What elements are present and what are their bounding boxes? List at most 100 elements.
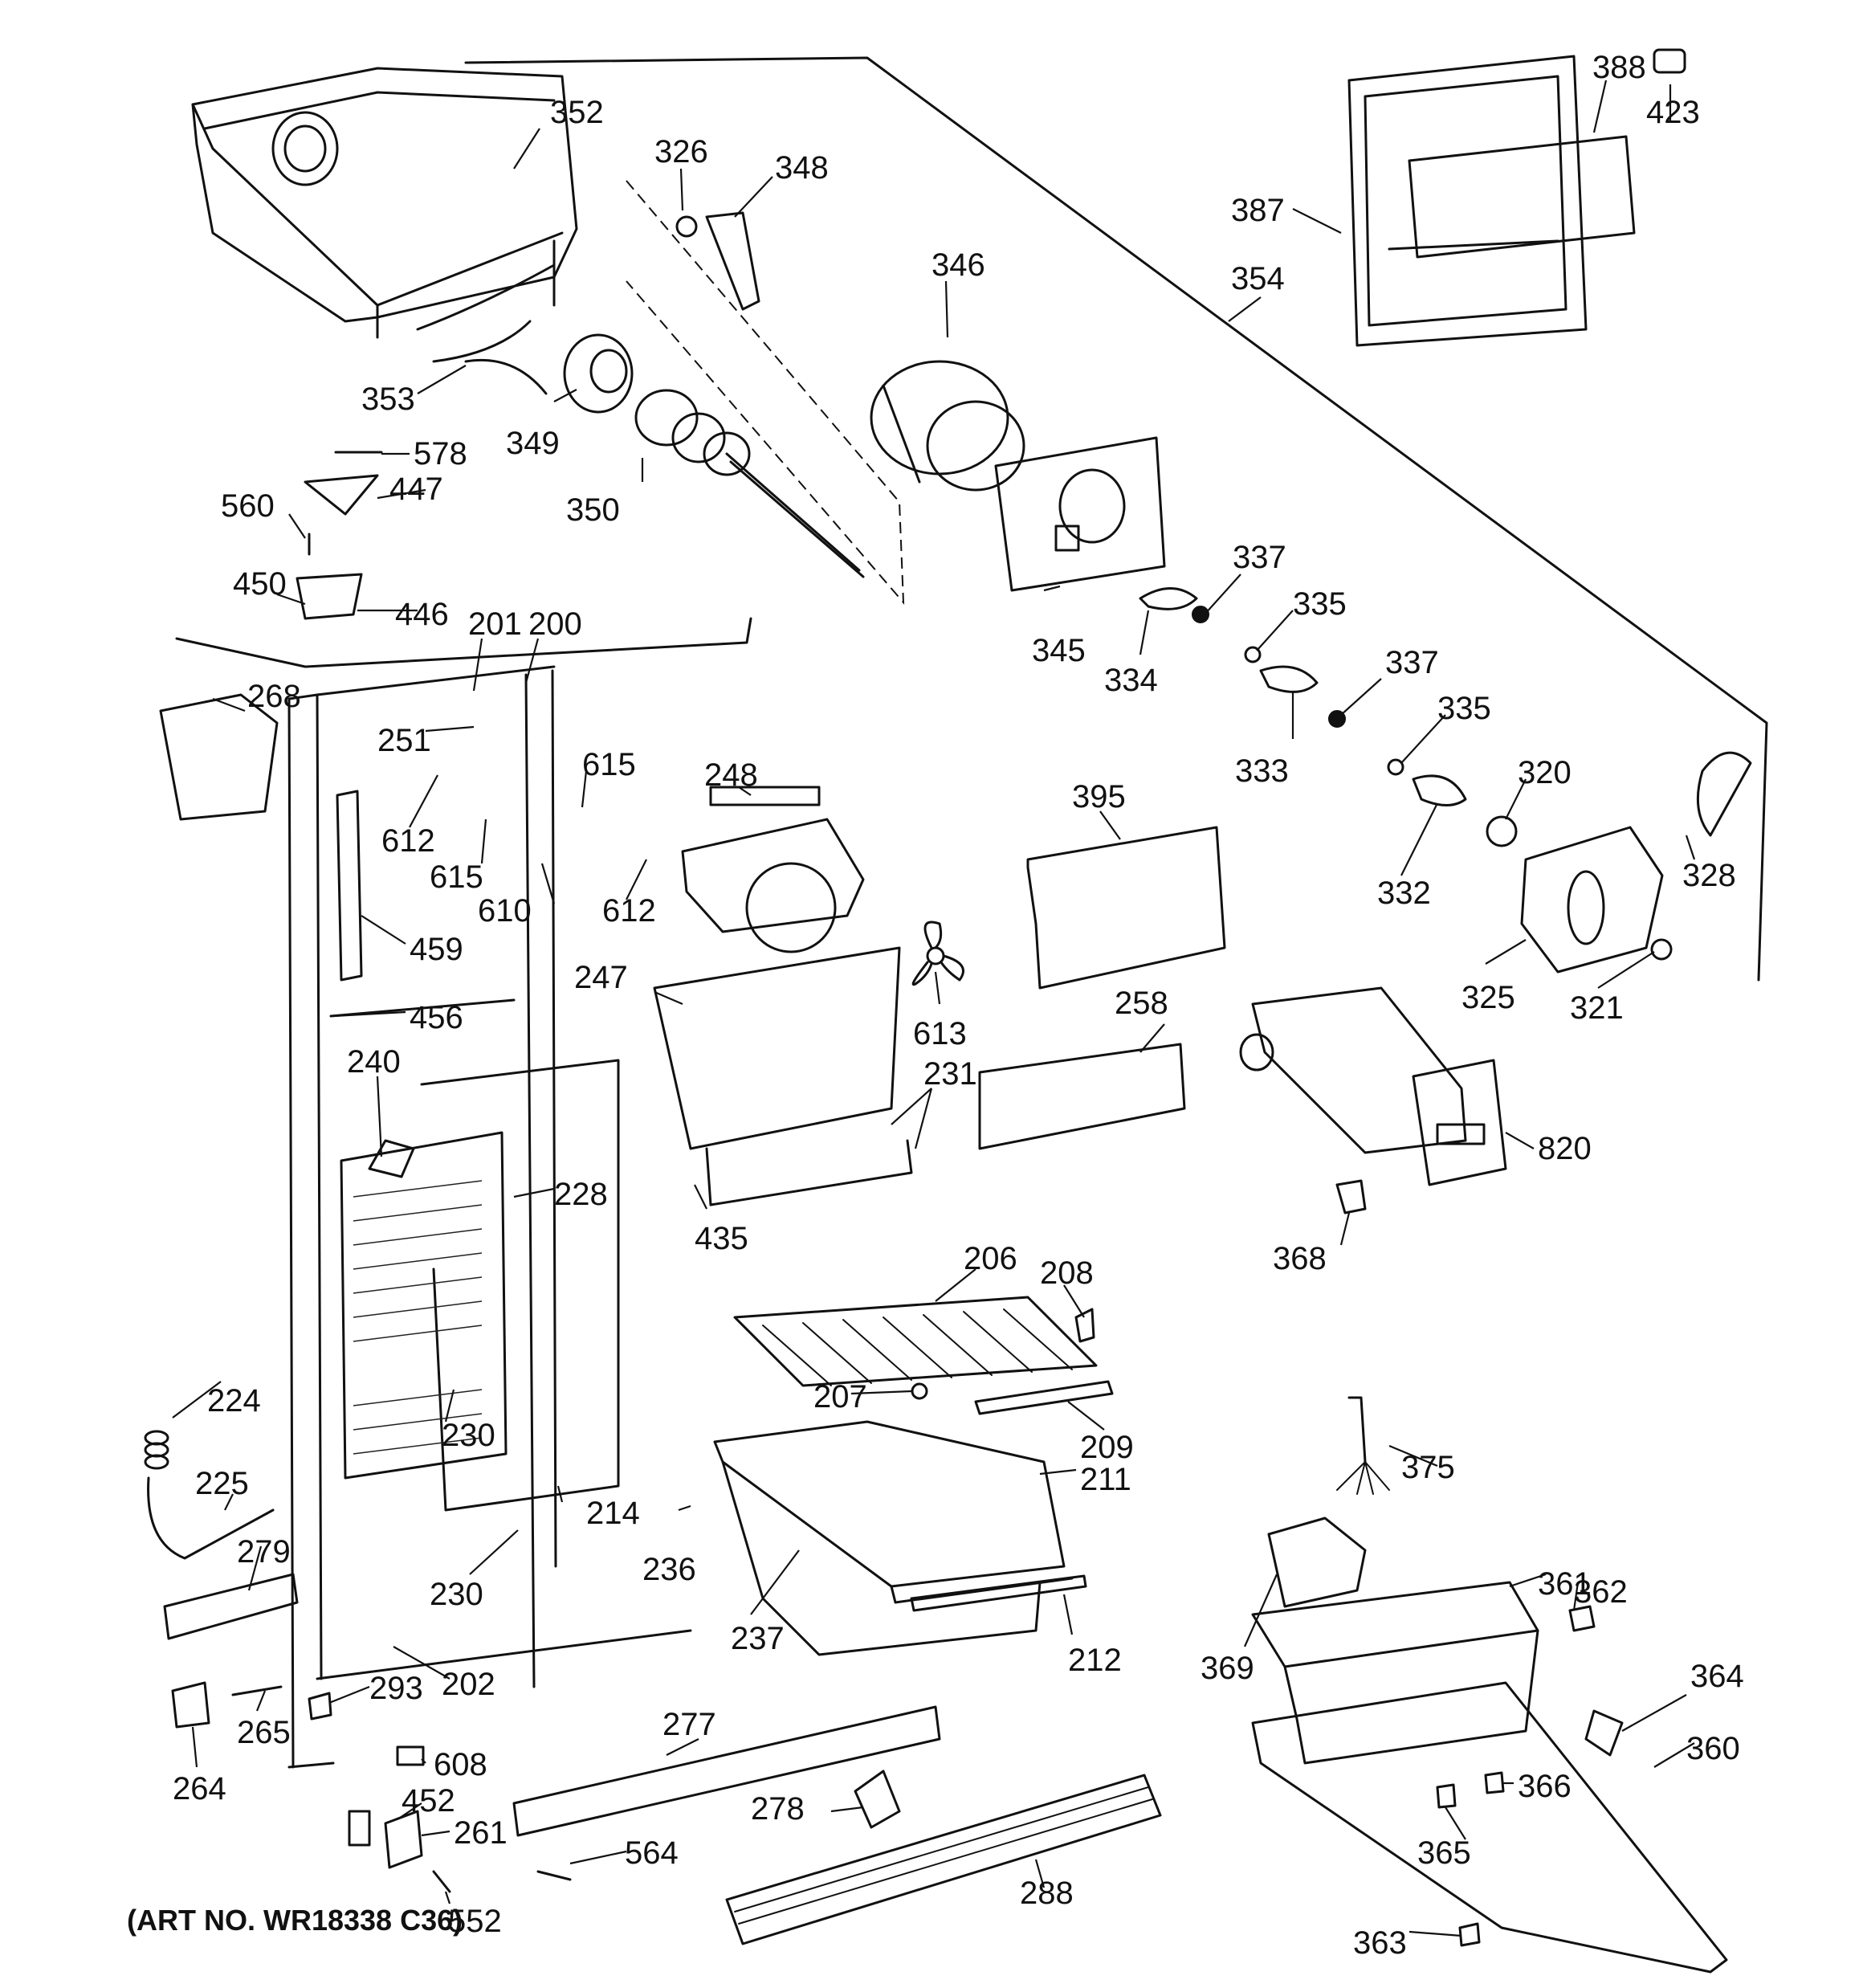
label-228: 228 — [554, 1177, 608, 1212]
light-socket-inset-268 — [159, 693, 279, 821]
cap-264 — [171, 1681, 210, 1729]
fan-shroud-247 — [653, 818, 913, 1206]
label-564: 564 — [625, 1835, 679, 1871]
label-261: 261 — [454, 1815, 508, 1851]
clip-208 — [1074, 1308, 1095, 1343]
label-337b: 337 — [1385, 645, 1439, 680]
label-208: 208 — [1040, 1255, 1094, 1291]
fitting-293 — [308, 1692, 332, 1721]
label-321: 321 — [1570, 990, 1624, 1026]
label-346: 346 — [932, 247, 985, 283]
label-447: 447 — [389, 471, 443, 507]
label-240: 240 — [347, 1044, 401, 1080]
label-335: 335 — [1293, 586, 1347, 622]
clip-608 — [396, 1745, 425, 1766]
label-615b: 615 — [430, 859, 483, 895]
wire-arc-353 — [464, 358, 548, 395]
linkage-333 — [1259, 665, 1319, 693]
part-labels: 352 326 348 346 388 423 387 354 353 349 … — [127, 50, 1744, 1961]
wire-shelf-206 — [733, 1296, 1098, 1387]
label-224: 224 — [207, 1383, 261, 1419]
strip-248 — [709, 786, 821, 806]
clip-366 — [1484, 1771, 1505, 1794]
basket-211 — [713, 1420, 1074, 1656]
label-612b: 612 — [602, 893, 656, 929]
bulb-364 — [1584, 1709, 1624, 1757]
label-264: 264 — [173, 1771, 226, 1806]
ice-bucket-icon — [191, 67, 578, 363]
rail-277 — [512, 1705, 941, 1837]
label-423: 423 — [1646, 95, 1700, 130]
label-560: 560 — [221, 488, 275, 524]
screw-552 — [432, 1870, 451, 1893]
plug-423 — [1653, 48, 1686, 74]
crusher-blade-348 — [705, 211, 760, 311]
label-337: 337 — [1233, 540, 1286, 575]
mounting-plate-345 — [994, 436, 1166, 592]
label-279: 279 — [237, 1534, 291, 1570]
freezer-cabinet-icon — [175, 617, 752, 1769]
stud-207 — [911, 1382, 928, 1400]
label-288: 288 — [1020, 1876, 1074, 1911]
panel-395 — [1026, 826, 1226, 990]
label-369: 369 — [1201, 1651, 1254, 1686]
spring-224 — [144, 1430, 169, 1470]
label-326: 326 — [654, 134, 708, 169]
evaporator-coil-icon — [340, 1059, 620, 1512]
clip-365 — [1436, 1783, 1457, 1809]
label-230b: 230 — [430, 1577, 483, 1612]
auger-drum-346 — [870, 360, 1025, 492]
cover-258 — [978, 1043, 1186, 1150]
ice-maker-icon — [1239, 986, 1507, 1186]
label-349: 349 — [506, 426, 560, 461]
label-362: 362 — [1574, 1574, 1628, 1610]
auger-spring-350 — [634, 389, 865, 578]
auger-motor-325 — [1486, 815, 1664, 974]
bracket-368 — [1335, 1179, 1367, 1214]
label-452: 452 — [402, 1783, 455, 1819]
tube-225 — [147, 1476, 275, 1560]
label-578: 578 — [414, 436, 467, 471]
pin-265 — [231, 1685, 283, 1696]
screw-564 — [536, 1870, 572, 1881]
label-608: 608 — [434, 1747, 487, 1782]
art-number: (ART NO. WR18338 C36) — [127, 1904, 463, 1937]
label-201: 201 — [468, 606, 522, 642]
label-200: 200 — [528, 606, 582, 642]
label-320: 320 — [1518, 755, 1572, 790]
bracket-261 — [384, 1810, 423, 1869]
label-348: 348 — [775, 150, 829, 186]
label-206: 206 — [964, 1241, 1017, 1276]
label-211: 211 — [1080, 1462, 1131, 1497]
label-375: 375 — [1401, 1450, 1455, 1485]
label-333: 333 — [1235, 753, 1289, 789]
label-552: 552 — [448, 1904, 502, 1939]
label-230: 230 — [442, 1418, 495, 1453]
label-610: 610 — [478, 893, 532, 929]
label-435: 435 — [695, 1221, 748, 1256]
label-328: 328 — [1682, 858, 1736, 893]
label-387: 387 — [1231, 193, 1285, 228]
trim-strip-459 — [336, 790, 363, 982]
outline-354 — [464, 56, 1768, 982]
label-335b: 335 — [1437, 691, 1491, 726]
leader-lines — [172, 80, 1696, 1937]
label-265: 265 — [237, 1715, 291, 1750]
label-459: 459 — [410, 932, 463, 967]
label-325: 325 — [1461, 980, 1515, 1015]
label-363: 363 — [1353, 1925, 1407, 1961]
label-334: 334 — [1104, 663, 1158, 698]
label-353: 353 — [361, 382, 415, 417]
label-456: 456 — [410, 1000, 463, 1035]
label-360: 360 — [1686, 1731, 1740, 1766]
label-251: 251 — [377, 723, 431, 758]
label-352: 352 — [550, 95, 604, 130]
label-202: 202 — [442, 1667, 495, 1702]
control-housing-361 — [1251, 1581, 1539, 1765]
label-354: 354 — [1231, 261, 1285, 296]
auger-dashed-outline — [626, 180, 905, 605]
label-446: 446 — [395, 597, 449, 632]
rail-279 — [163, 1573, 299, 1640]
clip-363 — [1458, 1922, 1481, 1947]
label-332: 332 — [1377, 876, 1431, 911]
